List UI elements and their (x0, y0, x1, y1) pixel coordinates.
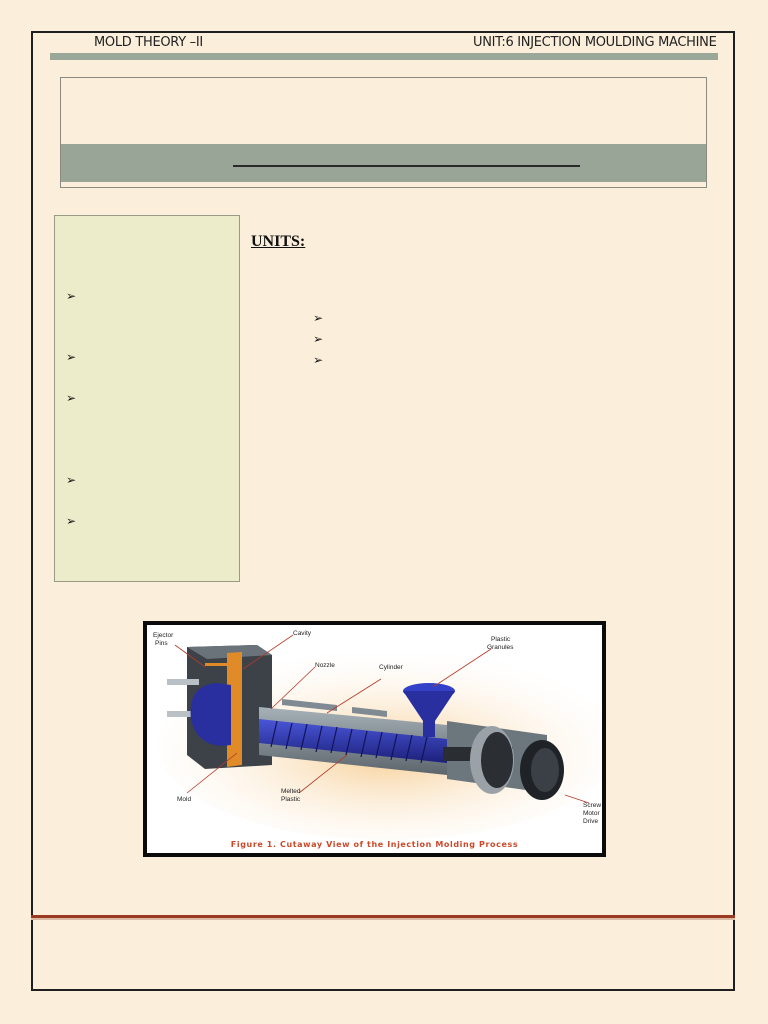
sidebar-panel: ➢ ➢ ➢ ➢ ➢ (54, 215, 240, 582)
injection-machine-illustration: Ejector Pins Cavity Nozzle Cylinder Plas… (153, 630, 602, 840)
footer-rule (31, 915, 735, 918)
units-bullet-icon: ➢ (313, 311, 324, 325)
page-border (31, 31, 735, 991)
label-cavity: Cavity (293, 630, 312, 637)
hopper (403, 683, 455, 737)
sidebar-bullet-icon: ➢ (66, 514, 77, 528)
label-screw-motor-drive-2: Motor (583, 810, 600, 817)
label-screw-motor-drive-3: Drive (583, 818, 599, 825)
header-rule (50, 53, 718, 60)
units-bullet-icon: ➢ (313, 332, 324, 346)
sidebar-bullet-icon: ➢ (66, 289, 77, 303)
label-mold: Mold (177, 796, 191, 803)
callout-lines (174, 634, 590, 804)
title-band (61, 144, 706, 182)
label-melted-plastic-1: Melted (281, 788, 301, 795)
units-bullet-icon: ➢ (313, 353, 324, 367)
label-plastic-granules-1: Plastic (491, 636, 511, 643)
sidebar-bullet-icon: ➢ (66, 391, 77, 405)
sidebar-bullet-icon: ➢ (66, 350, 77, 364)
label-ejector-pins-1: Ejector (153, 632, 174, 639)
title-underline (233, 165, 580, 167)
figure-injection-molding: Ejector Pins Cavity Nozzle Cylinder Plas… (143, 621, 606, 857)
label-melted-plastic-2: Plastic (281, 796, 301, 803)
header-unit-title: UNIT:6 INJECTION MOULDING MACHINE (473, 35, 717, 50)
units-heading: UNITS: (251, 233, 306, 250)
label-cylinder: Cylinder (379, 664, 404, 671)
label-plastic-granules-2: Granules (487, 644, 514, 651)
figure-image: Ejector Pins Cavity Nozzle Cylinder Plas… (147, 625, 602, 853)
mold-block (167, 645, 272, 769)
sidebar-bullet-icon: ➢ (66, 473, 77, 487)
footer-rule-shadow (31, 918, 735, 920)
title-box (60, 77, 707, 188)
label-ejector-pins-2: Pins (155, 640, 168, 647)
label-screw-motor-drive-1: Screw (583, 802, 601, 809)
header-course-title: MOLD THEORY –II (94, 35, 203, 50)
label-nozzle: Nozzle (315, 662, 335, 669)
figure-caption: Figure 1. Cutaway View of the Injection … (230, 840, 519, 849)
motor-drive (470, 726, 564, 800)
